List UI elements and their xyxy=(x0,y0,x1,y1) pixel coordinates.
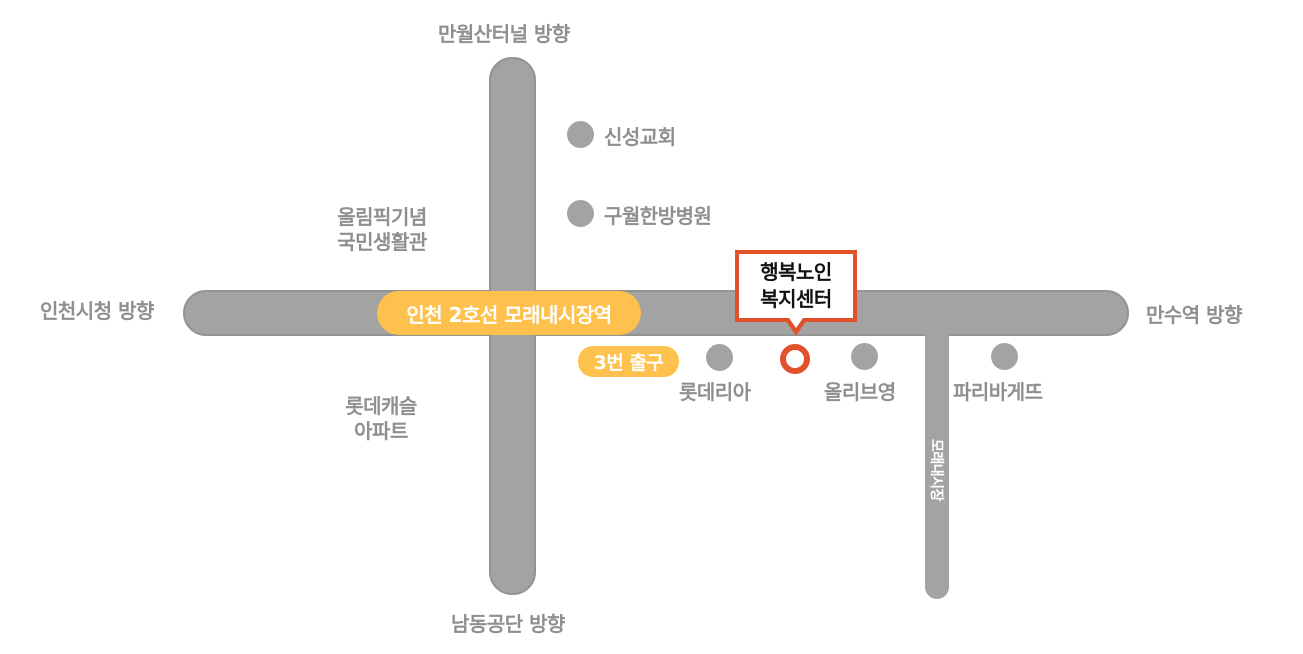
poi-marker-sinseong-church xyxy=(567,121,594,148)
destination-marker xyxy=(780,344,810,374)
destination-name-line2: 복지센터 xyxy=(760,287,832,311)
poi-label-sinseong-church: 신성교회 xyxy=(604,125,676,149)
station-exit-label: 3번 출구 xyxy=(593,352,664,374)
poi-label-parisbaguette: 파리바게뜨 xyxy=(953,380,1043,404)
direction-east-label: 만수역 방향 xyxy=(1146,303,1242,327)
direction-north-label: 만월산터널 방향 xyxy=(438,22,570,46)
station-name: 인천 2호선 모래내시장역 xyxy=(406,302,612,327)
poi-marker-parisbaguette xyxy=(991,343,1018,370)
destination-name-line1: 행복노인 xyxy=(760,260,832,284)
poi-label-lotteria: 롯데리아 xyxy=(679,380,751,404)
poi-marker-lotteria xyxy=(706,344,733,371)
side-road-label: 모래내시장 xyxy=(928,439,944,501)
direction-south-label: 남동공단 방향 xyxy=(451,612,565,636)
poi-label-guwol-hospital: 구월한방병원 xyxy=(604,204,712,228)
landmark-lotte-castle: 롯데캐슬 아파트 xyxy=(345,394,417,443)
main-road-horizontal xyxy=(183,290,1129,336)
landmark-olympic: 올림픽기념 국민생활관 xyxy=(337,205,427,254)
poi-marker-oliveyoung xyxy=(851,343,878,370)
poi-label-oliveyoung: 올리브영 xyxy=(824,380,896,404)
direction-west-label: 인천시청 방향 xyxy=(40,299,154,323)
destination-callout: 행복노인 복지센터 xyxy=(735,250,857,322)
station-exit-badge: 3번 출구 xyxy=(578,346,679,377)
station-badge: 인천 2호선 모래내시장역 xyxy=(377,291,641,335)
side-road xyxy=(925,312,949,599)
poi-marker-guwol-hospital xyxy=(567,200,594,227)
